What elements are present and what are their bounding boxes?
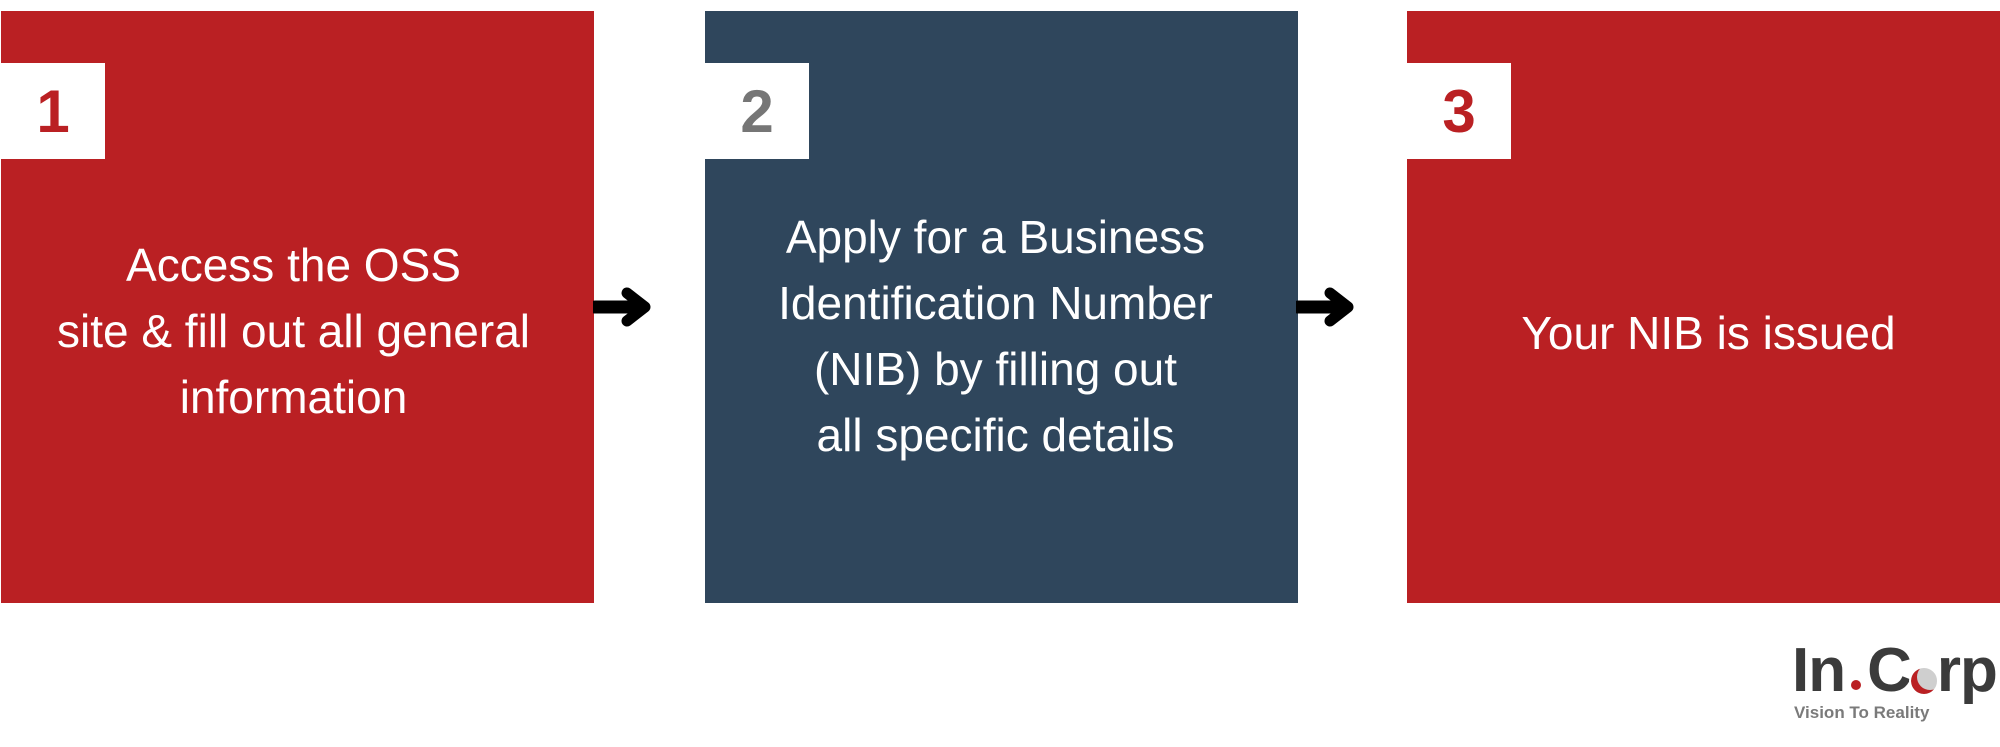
step-2-line-2: Identification Number [778, 277, 1213, 329]
step-1-number: 1 [1, 63, 105, 159]
step-1-box: 1 Access the OSS site & fill out all gen… [1, 11, 594, 603]
logo-tagline: Vision To Reality [1794, 703, 1930, 722]
step-2-line-4: all specific details [816, 409, 1175, 461]
step-2-box: 2 Apply for a Business Identification Nu… [705, 11, 1298, 603]
globe-icon [1908, 666, 1939, 696]
step-3-line-1: Your NIB is issued [1521, 307, 1896, 359]
arrow-right-icon [593, 287, 651, 327]
step-2-text: Apply for a Business Identification Numb… [693, 204, 1298, 468]
step-2-line-1: Apply for a Business [785, 211, 1206, 263]
step-1-line-3: information [179, 371, 408, 423]
logo-dot [1851, 680, 1862, 690]
step-1-line-2: site & fill out all general [56, 305, 531, 357]
arrow-right-icon [1296, 287, 1354, 327]
step-2-number: 2 [705, 63, 809, 159]
step-3-number: 3 [1407, 63, 1511, 159]
step-1-line-1: Access the OSS [126, 239, 461, 291]
step-3-box: 3 Your NIB is issued [1407, 11, 2000, 603]
step-2-line-3: (NIB) by filling out [813, 343, 1177, 395]
step-1-text: Access the OSS site & fill out all gener… [0, 232, 594, 430]
step-3-text: Your NIB is issued [1417, 300, 2000, 366]
